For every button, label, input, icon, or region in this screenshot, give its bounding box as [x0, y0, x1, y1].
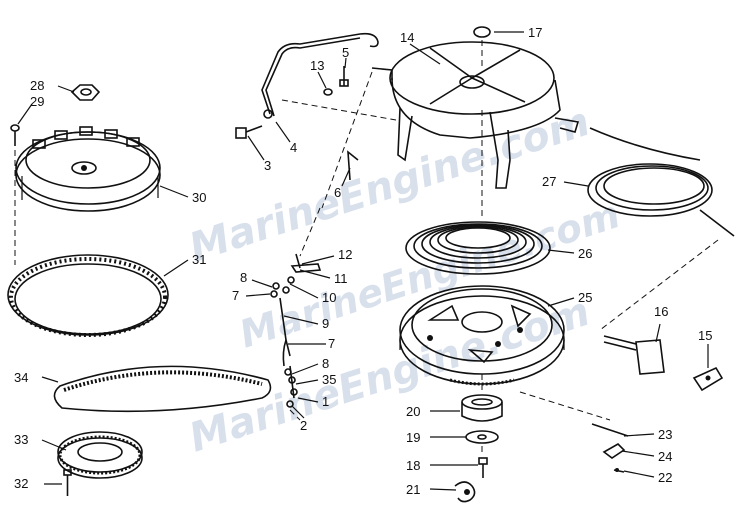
assembly-lines — [14, 40, 611, 456]
pawl-24-drawing — [602, 443, 626, 459]
callout-25: 25 — [578, 290, 592, 305]
bushing-17-drawing — [473, 26, 491, 38]
bolt-29-drawing — [10, 124, 20, 146]
callout-29: 29 — [30, 94, 44, 109]
callout-2: 2 — [300, 418, 307, 433]
callout-1: 1 — [322, 394, 329, 409]
spring-22-drawing — [613, 468, 625, 473]
callout-8-lower: 8 — [322, 356, 329, 371]
callout-23: 23 — [658, 427, 672, 442]
lever-12-drawing — [290, 253, 322, 273]
callout-3: 3 — [264, 158, 271, 173]
part-drawings — [7, 26, 735, 503]
callout-17: 17 — [528, 25, 542, 40]
callout-11: 11 — [334, 271, 348, 286]
callout-22: 22 — [658, 470, 672, 485]
callout-30: 30 — [192, 190, 206, 205]
callout-13: 13 — [310, 58, 324, 73]
washer-13-drawing — [323, 88, 333, 96]
callout-15: 15 — [698, 328, 712, 343]
handle-16-drawing — [603, 335, 665, 375]
anchor-15-drawing — [692, 366, 724, 392]
callout-14: 14 — [400, 30, 414, 45]
retainer-21-drawing — [454, 481, 476, 503]
ring-gear-drawing — [7, 254, 169, 337]
callout-28: 28 — [30, 78, 44, 93]
callout-9: 9 — [322, 316, 329, 331]
callout-21: 21 — [406, 482, 420, 497]
washer-19-drawing — [465, 430, 499, 444]
screw-32-drawing — [63, 469, 72, 496]
link-rod-4-drawing — [261, 32, 379, 119]
callout-34: 34 — [14, 370, 28, 385]
nut-28-drawing — [70, 84, 101, 101]
callout-18: 18 — [406, 458, 420, 473]
starter-housing-drawing — [371, 41, 580, 189]
bolt-3-drawing — [235, 125, 263, 139]
callout-24: 24 — [658, 449, 672, 464]
callout-32: 32 — [14, 476, 28, 491]
leader-lines — [17, 31, 709, 491]
pulley-drawing — [57, 431, 143, 479]
screw-18-drawing — [478, 457, 488, 478]
cup-20-drawing — [461, 394, 503, 422]
callout-7-upper: 7 — [232, 288, 239, 303]
callout-16: 16 — [654, 304, 668, 319]
callout-31: 31 — [192, 252, 206, 267]
callout-10: 10 — [322, 290, 336, 305]
callout-4: 4 — [290, 140, 297, 155]
callout-7-lower: 7 — [328, 336, 335, 351]
callout-5: 5 — [342, 45, 349, 60]
callout-33: 33 — [14, 432, 28, 447]
pin-23-drawing — [591, 423, 629, 437]
watermarks: MarineEngine.com MarineEngine.com Marine… — [184, 99, 625, 462]
callout-27: 27 — [542, 174, 556, 189]
screw-5-drawing — [339, 66, 349, 87]
callout-labels: 1 2 3 4 5 6 7 7 8 8 9 10 11 12 13 14 15 … — [14, 25, 712, 497]
linkage-upper-drawing — [270, 276, 295, 367]
callout-8-upper: 8 — [240, 270, 247, 285]
flywheel-drawing — [15, 126, 161, 212]
rewind-spring-drawing — [405, 221, 551, 275]
callout-6: 6 — [334, 185, 341, 200]
callout-12: 12 — [338, 247, 352, 262]
callout-26: 26 — [578, 246, 592, 261]
callout-35: 35 — [322, 372, 336, 387]
callout-20: 20 — [406, 404, 420, 419]
linkage-lower-drawing — [284, 365, 298, 408]
belt-drawing — [53, 365, 272, 413]
callout-19: 19 — [406, 430, 420, 445]
rope-drawing — [587, 127, 735, 331]
